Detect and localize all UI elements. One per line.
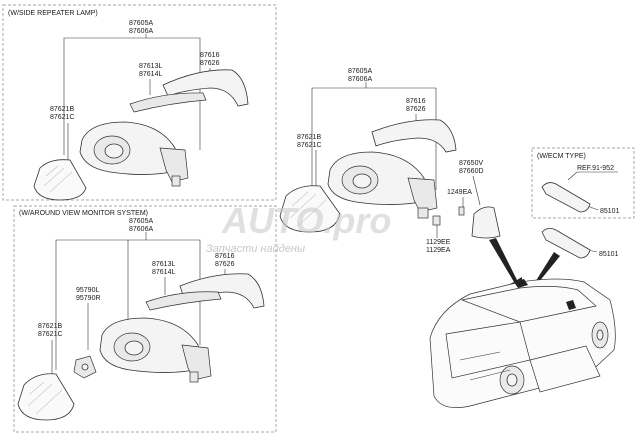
clip xyxy=(458,206,465,216)
label-87621B: 87621B xyxy=(50,106,74,113)
label-87614L: 87614L xyxy=(139,71,162,78)
label-87606A: 87606A xyxy=(129,226,153,233)
around-view-title: (W/AROUND VIEW MONITOR SYSTEM) xyxy=(19,210,148,217)
label-87605A: 87605A xyxy=(348,68,372,75)
mirror-base xyxy=(181,344,212,381)
mirror-glass xyxy=(17,373,75,421)
screw xyxy=(432,215,441,226)
label-87606A: 87606A xyxy=(129,28,153,35)
label-87616: 87616 xyxy=(406,98,426,105)
side-repeater-lamp xyxy=(145,291,222,311)
side-repeater-box xyxy=(2,4,277,201)
mirror-glass xyxy=(279,185,341,233)
connector xyxy=(171,175,181,187)
ecm-title: (W/ECM TYPE) xyxy=(537,153,586,160)
watermark-logo: AUTO.pro xyxy=(221,200,391,241)
label-87626: 87626 xyxy=(215,261,235,268)
mirror-base xyxy=(407,177,438,213)
connector xyxy=(189,371,199,383)
side-repeater-title: (W/SIDE REPEATER LAMP) xyxy=(8,10,98,17)
watermark-tagline: Запчасти найдены xyxy=(206,243,305,255)
label-1129EA: 1129EA xyxy=(426,247,451,254)
ecm-inside-mirror xyxy=(541,182,591,213)
label-87616: 87616 xyxy=(200,52,220,59)
connector xyxy=(417,207,429,219)
label-87605A: 87605A xyxy=(129,20,153,27)
label-1249EA: 1249EA xyxy=(447,189,472,196)
label-1129EE: 1129EE xyxy=(426,239,451,246)
label-87621C: 87621C xyxy=(50,114,75,121)
ecm-box xyxy=(531,147,635,219)
label-87650V: 87650V xyxy=(459,160,483,167)
label-87616: 87616 xyxy=(215,253,235,260)
label-87621B: 87621B xyxy=(297,134,321,141)
label-95790R: 95790R xyxy=(76,295,101,302)
label-87605A: 87605A xyxy=(129,218,153,225)
label-87621B: 87621B xyxy=(38,323,62,330)
label-87606A: 87606A xyxy=(348,76,372,83)
pointer-arrow xyxy=(489,238,522,292)
mirror-glass xyxy=(33,159,87,201)
label-87614L: 87614L xyxy=(152,269,175,276)
label-87660D: 87660D xyxy=(459,168,484,175)
inner-cover xyxy=(471,206,501,239)
label-87613L: 87613L xyxy=(139,63,162,70)
mirror-cap xyxy=(162,69,249,107)
label-87613L: 87613L xyxy=(152,261,175,268)
label-87621C: 87621C xyxy=(297,142,322,149)
label-85101-ecm: 85101 xyxy=(600,208,620,215)
vehicle-illustration xyxy=(429,278,616,408)
label-87626: 87626 xyxy=(406,106,426,113)
label-87626: 87626 xyxy=(200,60,220,67)
label-85101: 85101 xyxy=(599,251,619,258)
inside-rear-view-mirror xyxy=(541,228,591,259)
label-87621C: 87621C xyxy=(38,331,63,338)
label-ref: REF.91-952 xyxy=(577,165,614,172)
mirror-cap xyxy=(371,119,457,153)
mirror-cap xyxy=(179,273,265,309)
label-95790L: 95790L xyxy=(76,287,99,294)
side-repeater-lamp xyxy=(129,92,207,113)
around-view-box xyxy=(13,205,277,433)
